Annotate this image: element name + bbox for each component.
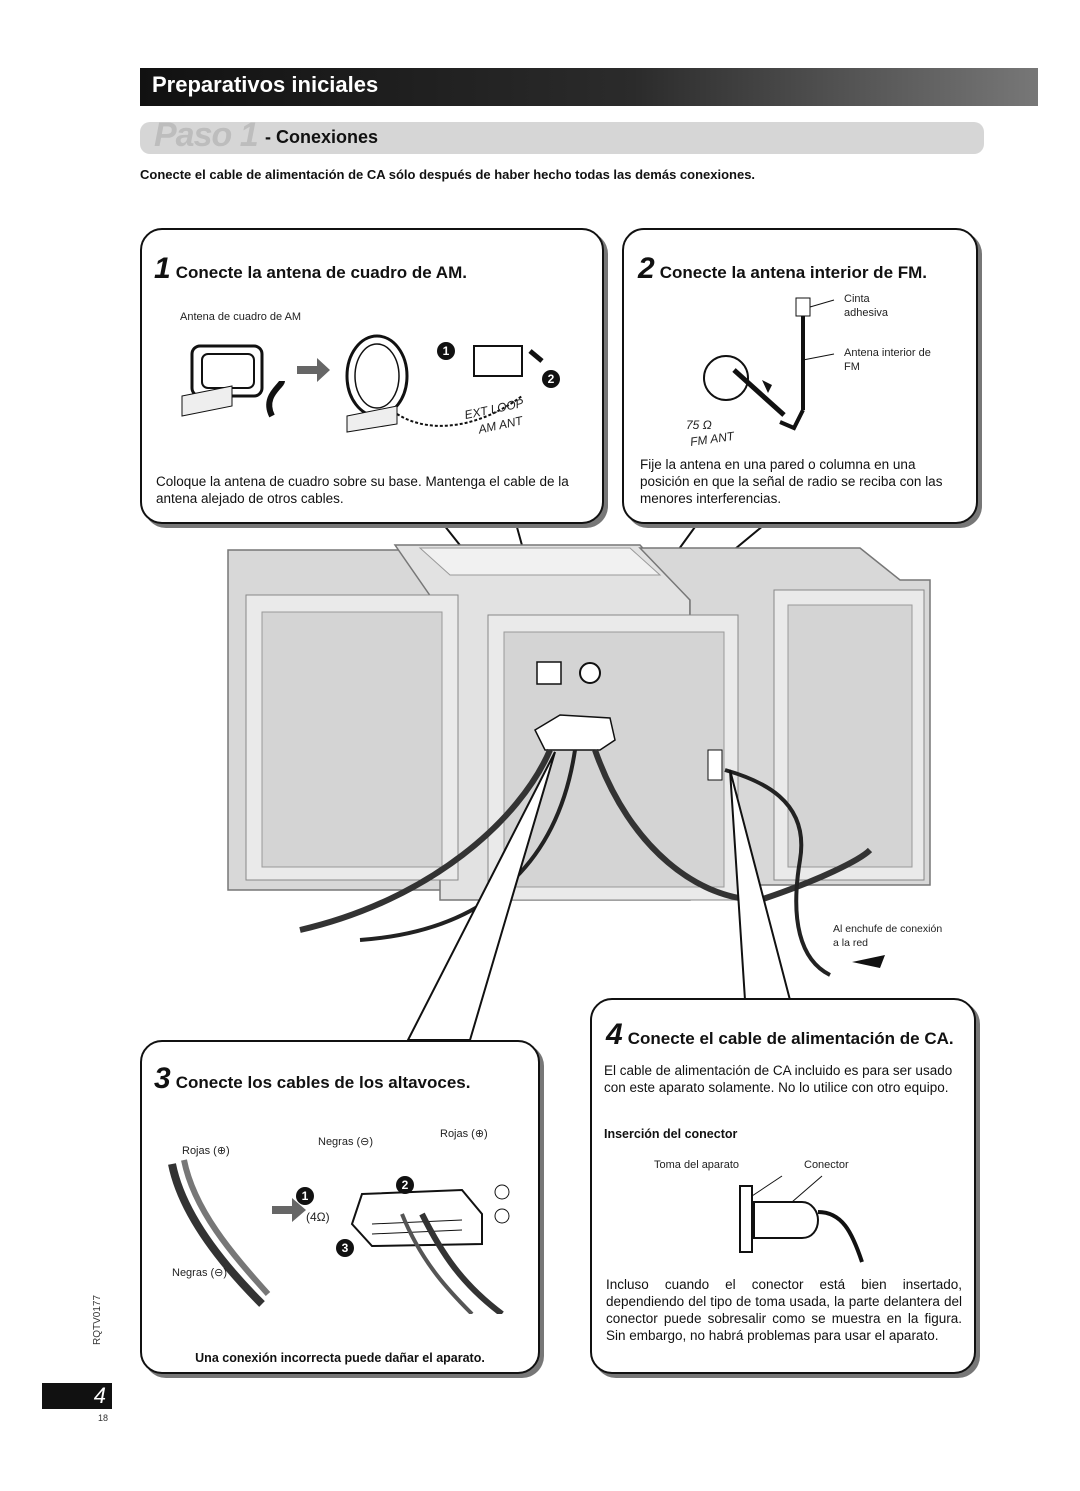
am-antenna-caption: Antena de cuadro de AM [180,311,302,323]
section-header-bar: Preparativos iniciales [140,68,1038,106]
card-ac-body: El cable de alimentación de CA incluido … [604,1063,953,1095]
fm-antenna-caption: Antena interior de FM [844,347,931,373]
socket-label: Toma del aparato [654,1159,739,1171]
doc-code: RQTV0177 [92,1294,103,1345]
speaker-step-1-badge: 1 [296,1187,314,1205]
sub-page-number: 18 [98,1413,109,1423]
tape-caption: Cinta adhesiva [844,293,889,319]
outlet-label: Al enchufe de conexión a la red [833,923,943,949]
speaker-wire-diagram [168,1159,510,1314]
card-am-number: 1 [154,252,171,285]
card-ac-body2: Incluso cuando el conector está bien ins… [606,1277,962,1343]
card-ac-number: 4 [606,1018,623,1051]
card-ac-title-text: Conecte el cable de alimentación de CA. [627,1029,954,1048]
speaker-warning: Una conexión incorrecta puede dañar el a… [195,1351,485,1365]
am-step-2-badge: 2 [542,370,560,388]
step-header-bar: Paso 1 - Conexiones [140,116,984,154]
notice-text: Conecte el cable de alimentación de CA s… [140,167,756,182]
card-am-title-text: Conecte la antena de cuadro de AM. [175,263,467,282]
card-fm-title-text: Conecte la antena interior de FM. [659,263,928,282]
step-word: Paso 1 [154,116,259,154]
red-wire-label-top: Rojas (⊕) [440,1128,488,1140]
card-fm-body: Fije la antena en una pared o columna en… [640,457,943,506]
fm-antenna-diagram [703,297,835,431]
step-title: - Conexiones [265,127,379,147]
red-wire-label-left: Rojas (⊕) [182,1145,230,1157]
connector-label: Conector [804,1159,849,1171]
black-wire-label-bottom: Negras (⊖) [172,1267,228,1279]
connector-diagram [739,1175,864,1263]
am-antenna-diagram [181,334,544,433]
connector-subheading: Inserción del conector [604,1127,738,1141]
card-speakers-title-text: Conecte los cables de los altavoces. [175,1073,471,1092]
speaker-step-2-badge: 2 [396,1176,414,1194]
speaker-step-3-badge: 3 [336,1239,354,1257]
card-am-body: Coloque la antena de cuadro sobre su bas… [156,474,569,506]
page-number: 4 [42,1383,112,1409]
fm-75-label: 75 Ω [686,418,712,432]
section-title: Preparativos iniciales [152,72,379,97]
ohm-label: (4Ω) [306,1210,330,1224]
am-step-1-badge: 1 [437,342,455,360]
black-wire-label-top: Negras (⊖) [318,1136,374,1148]
card-fm-number: 2 [638,252,655,285]
card-speakers-number: 3 [154,1062,171,1095]
